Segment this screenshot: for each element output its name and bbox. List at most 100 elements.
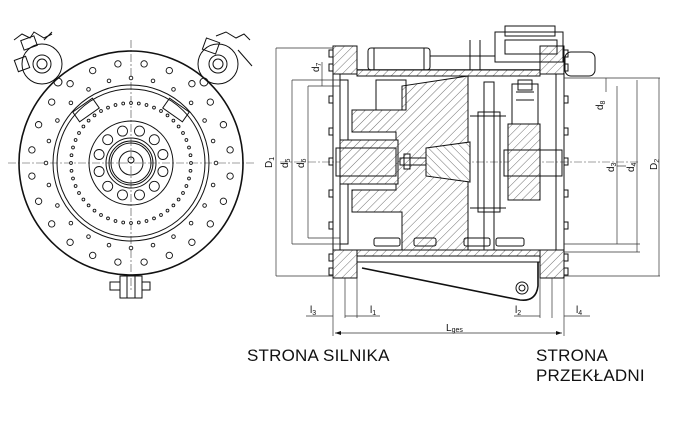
ring-dot: [184, 138, 189, 142]
ring-dot: [86, 118, 91, 123]
brake-disc: [483, 81, 495, 251]
bolt-hole-small: [150, 242, 156, 248]
ring-dot: [129, 101, 133, 105]
svg-text:l1: l1: [370, 305, 376, 317]
right-flange-top: [539, 45, 565, 75]
gear-shaft-hub: [507, 123, 541, 201]
ring-dot: [187, 145, 191, 150]
bolt-hole: [28, 172, 36, 180]
label-d8: d8: [595, 100, 607, 110]
flange-bolt: [563, 49, 569, 58]
hub-hole: [93, 149, 105, 160]
hub-hole: [148, 180, 160, 192]
outer-disk: [18, 50, 244, 276]
slot-left: [72, 97, 100, 123]
ring-dot: [171, 118, 176, 123]
ring-dot: [159, 109, 163, 113]
hub-hole: [157, 166, 169, 177]
ring-dot: [144, 103, 149, 107]
bolt-hole: [89, 251, 97, 260]
svg-text:l2: l2: [515, 305, 521, 317]
svg-text:d6: d6: [296, 158, 308, 168]
label-D1: D1: [264, 157, 276, 168]
ring-dot: [71, 176, 75, 181]
left-flange-bottom: [332, 249, 358, 279]
torque-arm: [361, 262, 539, 302]
bottom-mount-lug: [109, 275, 151, 299]
svg-text:d3: d3: [606, 162, 618, 172]
ring-dot: [99, 213, 103, 217]
bolt-hole-small: [171, 87, 176, 92]
bolt-hole: [219, 197, 228, 205]
bolt-hole-small: [46, 138, 52, 144]
ring-dot: [92, 113, 97, 118]
label-l2: l2: [515, 305, 521, 317]
ring-dot: [69, 168, 74, 173]
ring-dot: [77, 191, 81, 195]
bolt-hole-small: [128, 75, 134, 81]
bolt-hole: [206, 98, 214, 106]
hub-hole: [134, 125, 145, 137]
svg-text:d4: d4: [626, 162, 638, 172]
housing-top-wall: [356, 69, 541, 77]
ring-dot: [188, 168, 193, 173]
ring-dot: [69, 161, 73, 165]
shaft-key: [127, 156, 135, 164]
ring-dot: [188, 153, 193, 158]
bolt-hole-small: [68, 100, 74, 106]
ring-dot: [187, 176, 191, 181]
bolt-hole: [34, 121, 43, 129]
hub-hole: [93, 166, 105, 177]
bolt-hole-small: [86, 234, 91, 239]
ring-dot: [144, 219, 149, 223]
shaft-ring-outer: [105, 137, 157, 189]
gear-side-brake-unit: [511, 79, 539, 125]
component-4: [495, 237, 525, 247]
bolt-hole-small: [55, 203, 60, 208]
bolt-hole: [219, 121, 228, 129]
bolt-hole: [34, 197, 43, 205]
bolt-hole: [66, 80, 74, 88]
label-d5: d5: [280, 158, 292, 168]
bolt-hole: [114, 60, 122, 68]
bolt-hole-small: [55, 118, 60, 123]
bolt-hole-small: [46, 182, 52, 188]
flange-bolt: [328, 253, 334, 262]
hub-hole: [117, 189, 128, 201]
svg-text:Lges: Lges: [446, 323, 463, 334]
top-caliper-body: [367, 47, 431, 71]
ring-dot: [106, 216, 110, 221]
shaft-ring: [108, 140, 154, 186]
outer-bolt-holes: [28, 60, 234, 266]
bolt-hole: [140, 60, 148, 68]
bolt-hole-small: [86, 87, 91, 92]
bolt-hole: [66, 238, 74, 246]
ring-dot: [86, 203, 91, 208]
motor-shaft: [335, 147, 397, 177]
caption-gear-side-line2: PRZEKŁADNI: [536, 366, 645, 385]
front-view: [8, 31, 256, 299]
hub-hole: [102, 180, 114, 192]
hub-bolt-holes: [93, 125, 169, 201]
bolt-hole-small: [213, 160, 219, 166]
ring-dot: [189, 161, 193, 165]
component-2: [413, 237, 437, 247]
shaft-ring-inner: [110, 142, 152, 184]
ring-dot: [81, 124, 86, 129]
bolt-hole: [89, 66, 97, 75]
flange-bolt: [563, 253, 569, 262]
ring-dot: [165, 208, 170, 213]
hub-hole: [134, 189, 145, 201]
flange-bolt: [563, 189, 569, 198]
hub-hole: [148, 134, 160, 146]
dot-ring: [69, 101, 193, 225]
flange-bolt: [563, 63, 569, 72]
label-d7: d7: [311, 62, 323, 72]
ring-dot: [92, 208, 97, 213]
bolt-hole-small: [43, 160, 49, 166]
bolt-hole-small: [188, 100, 194, 106]
ring-dot: [136, 101, 141, 106]
label-d6: d6: [296, 158, 308, 168]
ring-dot: [121, 220, 126, 225]
